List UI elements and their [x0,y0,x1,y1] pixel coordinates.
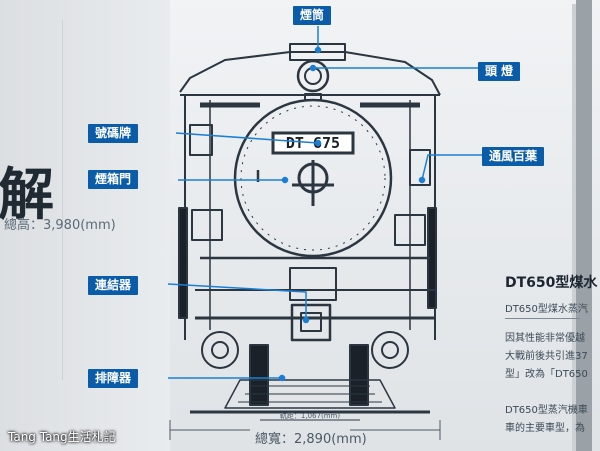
label-chimney: 煙筒 [293,6,332,25]
board-frame-edge [572,4,576,451]
cowcatcher-shape [224,379,396,409]
overall-width: 總寬：2,890(mm) [255,432,367,447]
coupler-shape [290,303,332,342]
label-smokebox-door: 煙箱門 [88,170,139,189]
label-ventilation-louver: 通風百葉 [482,147,545,166]
headlight-shape [296,59,330,93]
side-panel-line: 大戰前後共引進37 [505,351,588,362]
label-headlight: 頭 燈 [478,62,521,81]
side-panel-subtitle: DT650型煤水蒸汽 [505,304,588,315]
side-panel-rule [505,318,580,319]
panel-divider [62,20,63,380]
side-panel-line: 因其性能非常優越 [505,333,585,344]
heading-fragment: 解 [0,162,54,228]
left-handrail [178,207,188,319]
watermark: Tang Tang生活札記 [8,430,116,444]
side-panel-line: 車的主要車型，為 [505,423,585,434]
side-panel-line: DT650型蒸汽機車 [505,405,588,416]
smokebox-shape [233,98,393,258]
board-frame [576,0,592,451]
side-panel-line: 型」改為「DT650 [505,369,588,380]
overall-height: 總高：3,980(mm) [4,218,116,233]
leader-ventilation [421,154,482,181]
label-cowcatcher: 排障器 [88,369,139,388]
roof-outline [179,51,441,96]
label-number-plate: 號碼牌 [88,124,139,143]
label-coupler: 連結器 [88,276,139,295]
leader-number-plate [175,132,319,144]
left-panel [0,0,170,451]
gauge-text: 軌距：1,067(mm) [280,411,340,420]
side-panel-title: DT650型煤水 [505,275,598,291]
leader-coupler [167,283,307,320]
